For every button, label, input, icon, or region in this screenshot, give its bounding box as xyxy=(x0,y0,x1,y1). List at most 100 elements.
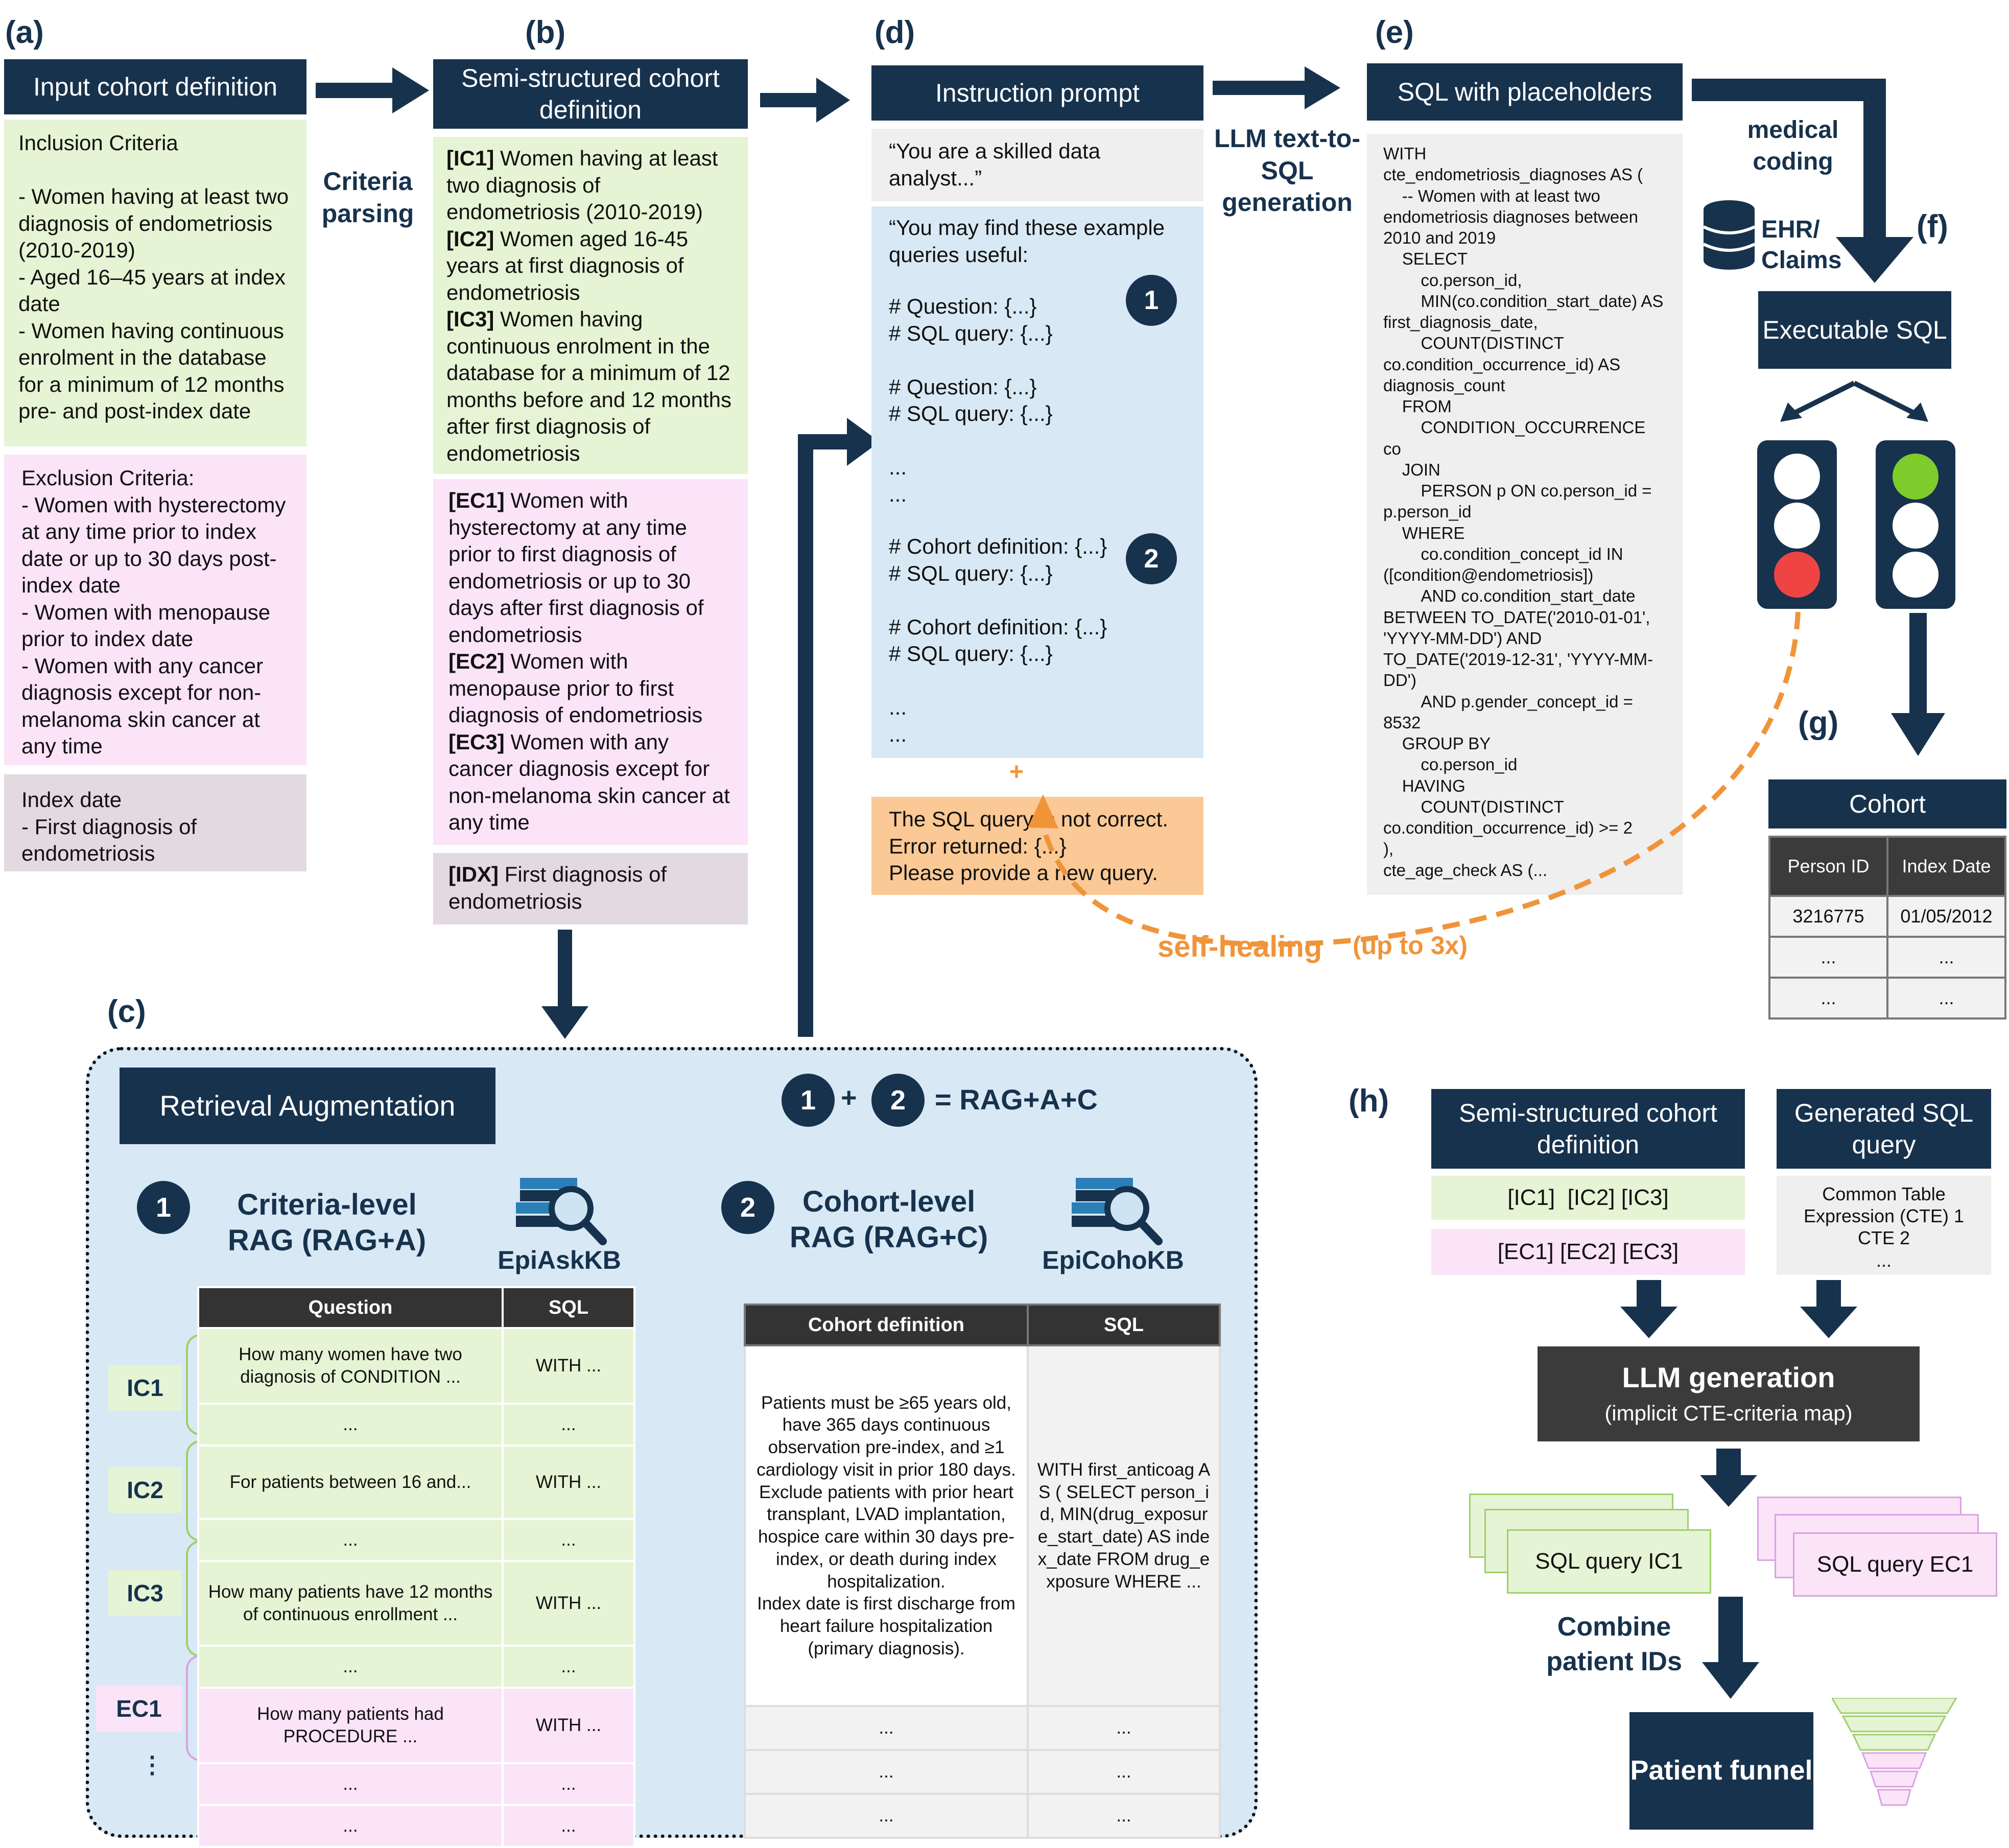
question-examples: # Question: {...} # SQL query: {...} # Q… xyxy=(889,294,1053,506)
exclusion-criteria-box: Exclusion Criteria: - Women with hystere… xyxy=(4,455,306,765)
panel-label-a: (a) xyxy=(5,15,44,50)
semi-ec-box: [EC1] Women with hysterectomy at any tim… xyxy=(433,479,748,845)
formula-badge-2: 2 xyxy=(871,1074,925,1127)
sql-cell: ... xyxy=(1027,1793,1221,1839)
index-date-box: Index date - First diagnosis of endometr… xyxy=(4,774,306,871)
ec1-label: EC1 xyxy=(96,1686,182,1732)
arrow-b-to-c xyxy=(541,930,588,1039)
arrow-c-to-d xyxy=(798,418,880,1037)
question-cell: How many patients have 12 months of cont… xyxy=(197,1560,504,1647)
executable-sql-box: Executable SQL xyxy=(1758,291,1951,369)
arrow-llm-down xyxy=(1700,1449,1757,1507)
llm-generation-box: LLM generation (implicit CTE-criteria ma… xyxy=(1538,1346,1920,1441)
h-cte-box: Common Table Expression (CTE) 1 CTE 2 ..… xyxy=(1777,1176,1991,1275)
sql-query-ec1-card: SQL query EC1 xyxy=(1793,1532,1997,1597)
question-cell: How many women have two diagnosis of CON… xyxy=(197,1327,504,1405)
criteria-rag-title: Criteria-level RAG (RAG+A) xyxy=(227,1188,427,1257)
semi-idx-box: [IDX] First diagnosis of endometriosis xyxy=(433,853,748,925)
cohort-cell: ... xyxy=(1768,936,1888,979)
sql-cell: WITH ... xyxy=(502,1444,635,1520)
table-row: ... ... xyxy=(744,1749,1221,1795)
table-row: For patients between 16 and... WITH ... xyxy=(197,1444,635,1520)
sql-header: SQL xyxy=(1027,1304,1221,1346)
table-row: ... ... xyxy=(197,1518,635,1562)
cohort-rag-badge: 2 xyxy=(721,1181,774,1234)
arrow-b-to-d xyxy=(760,78,850,123)
sql-cell: WITH ... xyxy=(502,1560,635,1647)
books-search-icon xyxy=(516,1178,607,1245)
traffic-light-pass xyxy=(1876,440,1955,609)
green-light-icon xyxy=(1893,454,1939,500)
light-off-icon xyxy=(1774,454,1820,500)
table-row: How many patients had PROCEDURE ... WITH… xyxy=(197,1687,635,1764)
instruction-prompt-title: Instruction prompt xyxy=(871,65,1203,121)
cohort-definition-cell: Patients must be ≥65 years old, have 365… xyxy=(744,1344,1029,1707)
question-cell: ... xyxy=(197,1518,504,1562)
criteria-parsing-label: Criteria parsing xyxy=(321,167,414,228)
cohort-rag-table: Cohort definition SQL Patients must be ≥… xyxy=(744,1304,1221,1839)
llm-text-to-sql-label: LLM text-to-SQL generation xyxy=(1214,124,1361,217)
ec1-item: [EC1] Women with hysterectomy at any tim… xyxy=(448,488,704,647)
light-off-icon xyxy=(1893,552,1939,598)
light-off-icon xyxy=(1893,503,1939,549)
formula-badge-1: 1 xyxy=(782,1074,835,1127)
question-cell: ... xyxy=(197,1645,504,1689)
red-light-icon xyxy=(1774,552,1820,598)
sql-placeholders-title: SQL with placeholders xyxy=(1367,63,1683,121)
cohort-cell: ... xyxy=(1886,936,2006,979)
index-date-header: Index Date xyxy=(1886,836,2006,897)
light-off-icon xyxy=(1774,503,1820,549)
table-row: ... ... xyxy=(197,1645,635,1689)
panel-label-e: (e) xyxy=(1375,15,1414,50)
ic2-label: IC2 xyxy=(108,1467,182,1513)
sql-cell: WITH first_anticoag AS ( SELECT person_i… xyxy=(1027,1344,1221,1707)
cohort-definition-cell: ... xyxy=(744,1793,1029,1839)
cohort-rag-header: Cohort definition SQL xyxy=(744,1304,1221,1346)
inclusion-criteria-box: Inclusion Criteria - Women having at lea… xyxy=(4,120,306,446)
ehr-claims-label: EHR/ Claims xyxy=(1761,216,1842,274)
cohort-rag-title: Cohort-level RAG (RAG+C) xyxy=(789,1185,988,1254)
question-cell: How many patients had PROCEDURE ... xyxy=(197,1687,504,1764)
ic2-item: [IC2] Women aged 16-45 years at first di… xyxy=(446,226,689,304)
sql-cell: ... xyxy=(1027,1705,1221,1751)
epicohokb-label: EpiCohoKB xyxy=(1042,1246,1184,1274)
ic1-label: IC1 xyxy=(108,1365,182,1411)
criteria-rag-badge: 1 xyxy=(137,1181,190,1234)
books-search-icon xyxy=(1072,1178,1163,1245)
arrow-d-to-e xyxy=(1213,66,1340,109)
arrow-to-cohort xyxy=(1891,613,1945,756)
question-header: Question xyxy=(197,1286,504,1329)
cohort-table: Person ID Index Date 3216775 01/05/2012 … xyxy=(1768,836,2006,1020)
sql-cell: ... xyxy=(1027,1749,1221,1795)
table-row: ... ... xyxy=(1768,936,2006,979)
h-ic-row: [IC1] [IC2] [IC3] xyxy=(1431,1176,1745,1220)
cohort-definition-header: Cohort definition xyxy=(744,1304,1029,1346)
question-cell: ... xyxy=(197,1804,504,1848)
more-criteria-ellipsis: ⋮ xyxy=(140,1751,164,1778)
h-ec-row: [EC1] [EC2] [EC3] xyxy=(1431,1229,1745,1275)
table-row: ... ... xyxy=(1768,977,2006,1020)
sql-cell: ... xyxy=(502,1403,635,1447)
person-id-header: Person ID xyxy=(1768,836,1888,897)
semi-structured-title: Semi-structured cohort definition xyxy=(433,59,748,129)
panel-label-d: (d) xyxy=(874,15,915,50)
sql-code-box: WITH cte_endometriosis_diagnoses AS ( --… xyxy=(1367,134,1683,895)
criteria-rag-table: Question SQL How many women have two dia… xyxy=(197,1286,635,1848)
epiaskkb-label: EpiAskKB xyxy=(498,1246,621,1274)
panel-label-g: (g) xyxy=(1798,705,1839,741)
traffic-light-fail xyxy=(1757,440,1837,609)
cohort-title: Cohort xyxy=(1768,779,2006,828)
ec3-item: [EC3] Women with any cancer diagnosis ex… xyxy=(448,729,730,835)
sql-cell: ... xyxy=(502,1645,635,1689)
ic3-item: [IC3] Women having continuous enrolment … xyxy=(446,307,732,465)
table-row: Patients must be ≥65 years old, have 365… xyxy=(744,1344,1221,1707)
sql-cell: WITH ... xyxy=(502,1327,635,1405)
question-cell: ... xyxy=(197,1403,504,1447)
panel-label-b: (b) xyxy=(525,15,566,50)
cohort-cell: 01/05/2012 xyxy=(1886,895,2006,938)
h-semi-structured-title: Semi-structured cohort definition xyxy=(1431,1089,1745,1169)
criteria-rag-header: Question SQL xyxy=(197,1286,635,1329)
panel-label-h: (h) xyxy=(1349,1083,1389,1119)
plus-sign: + xyxy=(1009,759,1024,786)
semi-ic-box: [IC1] Women having at least two diagnosi… xyxy=(433,137,748,474)
